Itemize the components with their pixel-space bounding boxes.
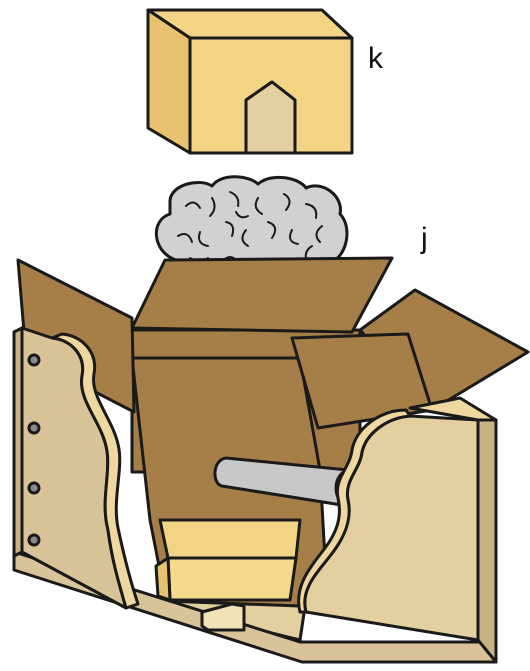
foam-side bbox=[154, 556, 172, 602]
left-panel-hole-1 bbox=[27, 353, 41, 367]
right-panel-foam-edge bbox=[297, 408, 412, 614]
small-wood-piece bbox=[200, 602, 246, 632]
cardboard-box bbox=[16, 256, 530, 614]
box-right-flap-upper bbox=[290, 332, 434, 430]
left-panel-hole-2 bbox=[27, 421, 41, 435]
tube-body bbox=[213, 456, 350, 508]
left-panel-foam-edge bbox=[50, 332, 140, 610]
foam-front bbox=[166, 556, 298, 602]
block-doorway bbox=[244, 80, 297, 155]
left-panel-hole-3 bbox=[27, 481, 41, 495]
part-k-wood-block bbox=[146, 8, 354, 155]
box-left-flap bbox=[16, 258, 136, 414]
left-panel-hole-4 bbox=[27, 533, 41, 547]
right-side-panel bbox=[297, 396, 498, 664]
right-panel-edge bbox=[476, 418, 498, 664]
box-back-flap bbox=[130, 256, 394, 334]
label-k: k bbox=[368, 42, 383, 75]
foam-insert bbox=[154, 518, 302, 602]
label-j: j bbox=[421, 222, 428, 255]
left-side-panel bbox=[12, 326, 140, 610]
foam-top bbox=[158, 518, 302, 560]
